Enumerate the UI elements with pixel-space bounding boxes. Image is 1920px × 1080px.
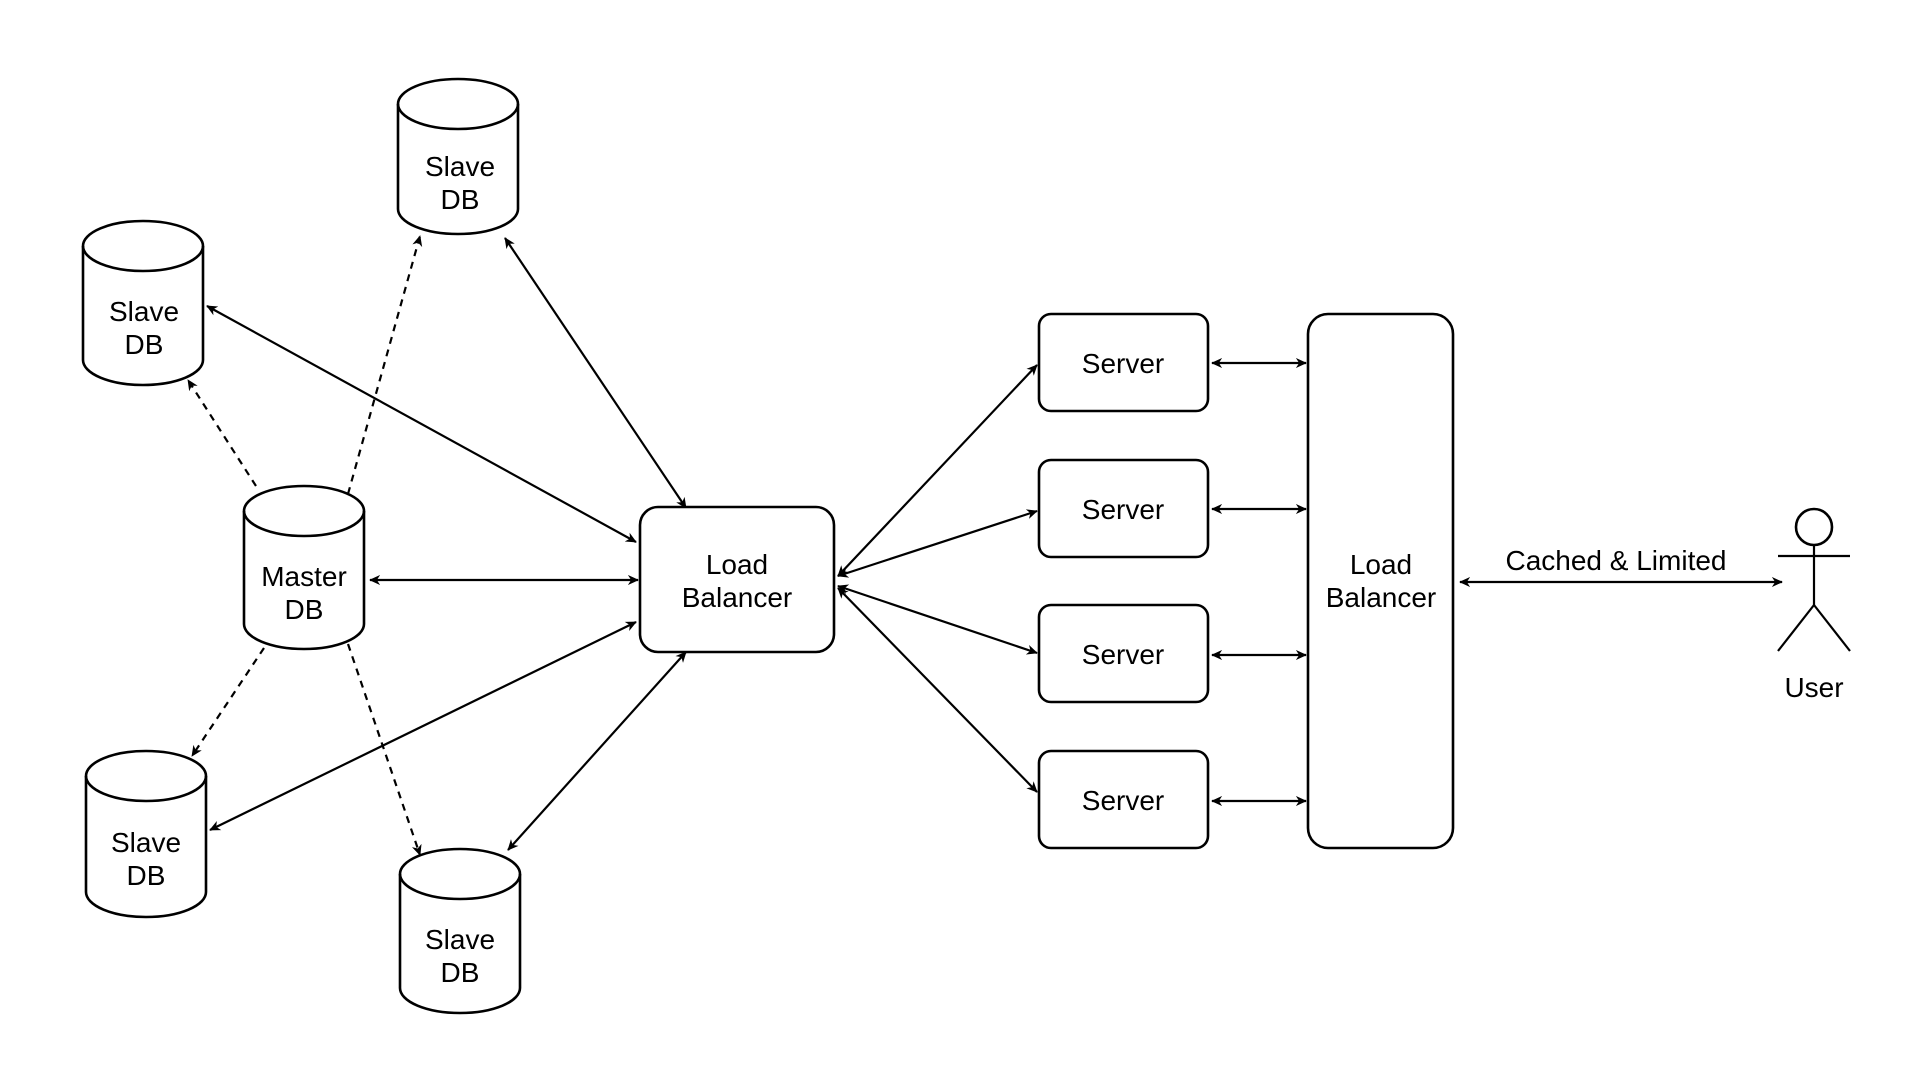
slave-db-left-bottom-label-line1: Slave <box>111 827 181 858</box>
master-db-label-line2: DB <box>285 594 324 625</box>
user-label: User <box>1784 672 1843 703</box>
slave-db-left-bottom[interactable]: Slave DB <box>84 749 208 919</box>
server-2[interactable]: Server <box>1037 458 1210 559</box>
master-db[interactable]: Master DB <box>242 484 366 651</box>
slave-db-bottom-label-line1: Slave <box>425 924 495 955</box>
load-balancer-front-label-line2: Balancer <box>1326 582 1437 613</box>
edge-lb-slave-bottom <box>507 651 687 851</box>
server-3-label: Server <box>1082 639 1164 670</box>
edge-lb-server-4 <box>837 587 1038 793</box>
slave-db-left-bottom-label-line2: DB <box>127 860 166 891</box>
slave-db-top-label-line1: Slave <box>425 151 495 182</box>
replication-edge-left-bottom-slave <box>191 647 265 757</box>
server-1-label: Server <box>1082 348 1164 379</box>
slave-db-left-top[interactable]: Slave DB <box>81 219 205 387</box>
server-1[interactable]: Server <box>1037 312 1210 413</box>
edge-lb-slave-top <box>504 237 687 509</box>
server-3[interactable]: Server <box>1037 603 1210 704</box>
edge-lb-slave-left-bottom <box>209 621 637 831</box>
user-actor[interactable]: User <box>1777 507 1851 703</box>
replication-edge-top-slave <box>346 235 423 495</box>
replication-edge-left-top-slave <box>187 379 257 487</box>
slave-db-left-top-label-line1: Slave <box>109 296 179 327</box>
user-icon <box>1777 507 1851 652</box>
slave-db-bottom[interactable]: Slave DB <box>398 847 522 1015</box>
slave-db-top-label-line2: DB <box>441 184 480 215</box>
edge-label-cached-limited: Cached & Limited <box>1505 545 1726 576</box>
master-db-label-line1: Master <box>261 561 347 592</box>
load-balancer-front-label-line1: Load <box>1350 549 1412 580</box>
load-balancer-front[interactable]: Load Balancer <box>1306 312 1455 850</box>
slave-db-left-top-label-line2: DB <box>125 329 164 360</box>
slave-db-bottom-label-line2: DB <box>441 957 480 988</box>
replication-edge-bottom-slave <box>346 643 422 856</box>
server-2-label: Server <box>1082 494 1164 525</box>
load-balancer-db-label-line1: Load <box>706 549 768 580</box>
edge-lb-server-2 <box>837 509 1038 578</box>
edges: Cached & Limited <box>187 235 1783 856</box>
load-balancer-db-label-line2: Balancer <box>682 582 793 613</box>
server-4[interactable]: Server <box>1037 749 1210 850</box>
server-4-label: Server <box>1082 785 1164 816</box>
slave-db-top[interactable]: Slave DB <box>396 77 520 236</box>
load-balancer-db[interactable]: Load Balancer <box>638 505 836 654</box>
